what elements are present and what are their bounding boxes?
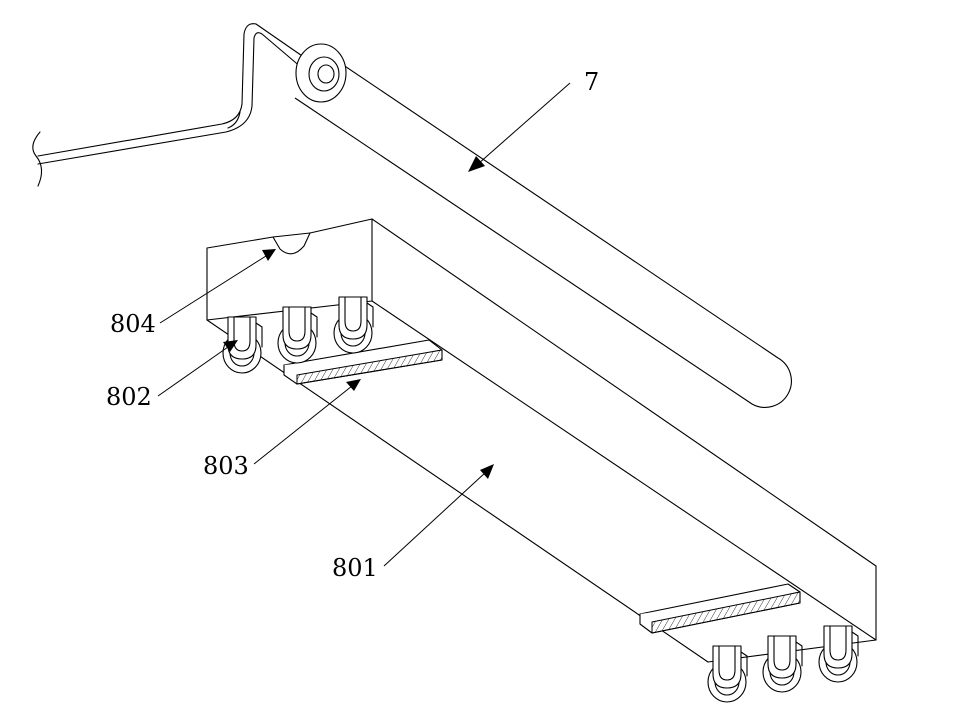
leader-7 <box>468 82 571 172</box>
leader-804 <box>159 249 276 324</box>
arrowhead-icon <box>346 379 361 391</box>
shaft-assembly <box>32 23 792 408</box>
wheel <box>762 635 803 693</box>
handle-rod <box>37 23 309 157</box>
break-line <box>32 131 43 187</box>
arrowhead-icon <box>262 249 276 261</box>
callout-label-7: 7 <box>584 68 599 96</box>
wheel <box>818 625 859 683</box>
arrowhead-icon <box>480 464 494 479</box>
arrowhead-icon <box>468 156 485 172</box>
strip-803-front <box>283 339 443 385</box>
leader-802 <box>157 340 238 397</box>
wheel <box>277 306 318 364</box>
arrowhead-icon <box>223 340 238 352</box>
cylinder-body <box>294 47 792 408</box>
leader-801 <box>383 464 494 567</box>
wheel <box>333 296 374 354</box>
callout-label-804: 804 <box>110 310 156 338</box>
block-front-face <box>206 218 373 321</box>
callout-label-802: 802 <box>106 383 152 411</box>
strip-803-rear <box>639 583 801 634</box>
callout-label-801: 801 <box>332 554 378 582</box>
leader-803 <box>253 379 361 465</box>
wheel <box>707 645 748 703</box>
callout-label-803: 803 <box>203 452 249 480</box>
wheel-group-rear <box>707 625 859 703</box>
